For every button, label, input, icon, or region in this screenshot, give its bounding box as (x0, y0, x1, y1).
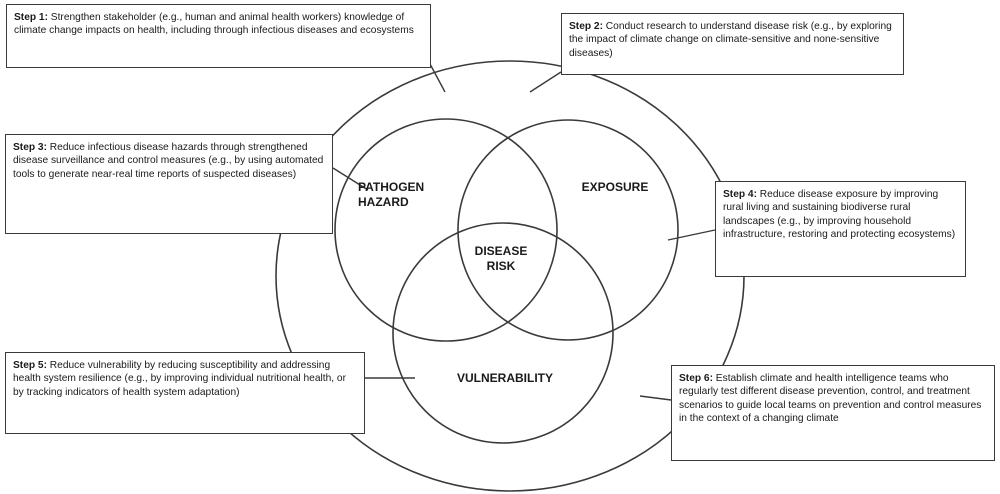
vulnerability-label: VULNERABILITY (457, 371, 553, 385)
vulnerability-circle (392, 222, 614, 444)
step6-box: Step 6: Establish climate and health int… (671, 365, 995, 461)
step1-connector (429, 63, 446, 93)
step2-box: Step 2: Conduct research to understand d… (561, 13, 904, 75)
step1-box: Step 1: Strengthen stakeholder (e.g., hu… (6, 4, 431, 68)
step6-label: Step 6: (679, 373, 713, 384)
step3-box: Step 3: Reduce infectious disease hazard… (5, 134, 333, 234)
step3-label: Step 3: (13, 142, 47, 153)
step4-label: Step 4: (723, 189, 757, 200)
step6-text: Establish climate and health intelligenc… (679, 373, 982, 425)
step1-text: Strengthen stakeholder (e.g., human and … (14, 12, 414, 37)
step4-text: Reduce disease exposure by improving rur… (723, 189, 956, 241)
pathogen-hazard-circle (334, 118, 558, 342)
pathogen-hazard-label: PATHOGEN HAZARD (358, 180, 425, 209)
step6-connector (639, 395, 672, 401)
disease-risk-label: DISEASE RISK (474, 244, 528, 273)
step3-text: Reduce infectious disease hazards throug… (13, 142, 324, 180)
step5-box: Step 5: Reduce vulnerability by reducing… (5, 352, 365, 434)
step5-label: Step 5: (13, 360, 47, 371)
exposure-circle (457, 119, 679, 341)
step2-connector (529, 71, 562, 93)
step1-label: Step 1: (14, 12, 48, 23)
step5-text: Reduce vulnerability by reducing suscept… (13, 360, 346, 398)
step2-text: Conduct research to understand disease r… (569, 21, 892, 59)
exposure-label: EXPOSURE (581, 180, 649, 194)
step4-connector (667, 229, 716, 241)
step2-label: Step 2: (569, 21, 603, 32)
step3-connector (332, 167, 369, 191)
step4-box: Step 4: Reduce disease exposure by impro… (715, 181, 966, 277)
